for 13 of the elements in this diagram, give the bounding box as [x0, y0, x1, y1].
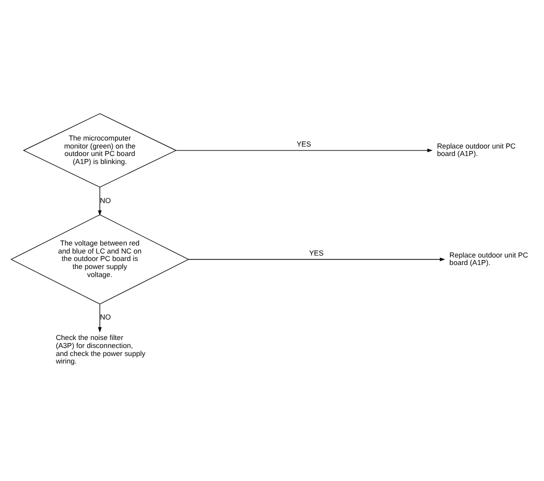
node-text: Check the noise filter (A3P) for disconnection, and check the power supply wiring. [56, 332, 146, 366]
node-diamond: The voltage between red and blue of LC and NC on the outdoor PC board is the power supply voltage. [10, 214, 190, 304]
node-text: Replace outdoor unit PC board (A1P). [449, 250, 528, 267]
arrow [98, 186, 102, 216]
edge-label: NO [100, 312, 111, 322]
arrow [98, 303, 102, 332]
edge-label: YES [309, 248, 324, 257]
arrow [188, 257, 446, 261]
edge-label: YES [296, 138, 312, 148]
node-diamond: The microcomputer monitor (green) on the outdoor unit PC board (A1P) is blinking. [22, 112, 177, 188]
node-text: Replace outdoor unit PC board (A1P). [436, 140, 516, 158]
arrow [176, 148, 433, 152]
edge-label: NO [100, 195, 111, 204]
